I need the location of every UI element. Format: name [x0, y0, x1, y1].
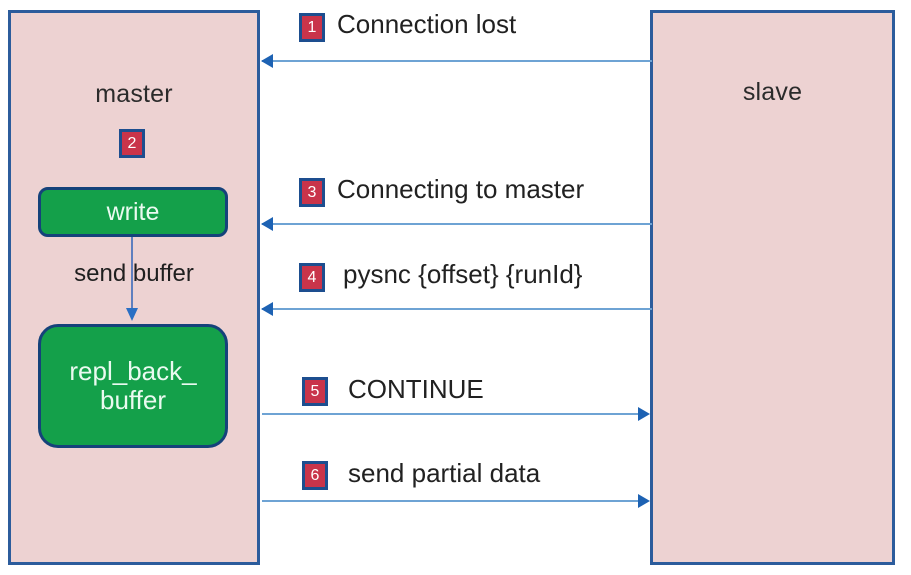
message-arrowhead-3-icon	[261, 217, 273, 231]
message-label-6: send partial data	[348, 458, 541, 488]
slave-node-label: slave	[742, 78, 803, 106]
message-line-5	[262, 413, 648, 415]
message-line-1	[262, 60, 652, 62]
message-arrowhead-1-icon	[261, 54, 273, 68]
step-badge-5: 5	[302, 377, 328, 406]
repl-backlog-buffer-line1: repl_back_	[69, 355, 197, 386]
master-node-label: master	[95, 80, 173, 108]
repl-backlog-buffer-text: repl_back_ buffer	[69, 355, 197, 415]
message-label-3: Connecting to master	[337, 174, 585, 204]
send-buffer-connector-line	[131, 237, 133, 311]
send-buffer-label: send buffer	[74, 260, 194, 287]
message-label-5: CONTINUE	[348, 374, 484, 404]
message-line-6	[262, 500, 648, 502]
message-arrowhead-5-icon	[638, 407, 650, 421]
step-badge-2: 2	[119, 129, 145, 158]
message-label-4: pysnc {offset} {runId}	[343, 259, 583, 289]
step-badge-4: 4	[299, 263, 325, 292]
repl-backlog-buffer-box: repl_back_ buffer	[38, 324, 228, 448]
repl-backlog-buffer-line2: buffer	[99, 385, 166, 415]
slave-node-panel	[650, 10, 895, 565]
step-badge-1: 1	[299, 13, 325, 42]
message-label-1: Connection lost	[337, 9, 517, 39]
message-arrowhead-4-icon	[261, 302, 273, 316]
message-line-4	[262, 308, 652, 310]
send-buffer-connector-arrowhead-icon	[126, 308, 138, 321]
write-box: write	[38, 187, 228, 237]
message-arrowhead-6-icon	[638, 494, 650, 508]
message-line-3	[262, 223, 652, 225]
step-badge-3: 3	[299, 178, 325, 207]
master-node-panel	[8, 10, 260, 565]
step-badge-6: 6	[302, 461, 328, 490]
